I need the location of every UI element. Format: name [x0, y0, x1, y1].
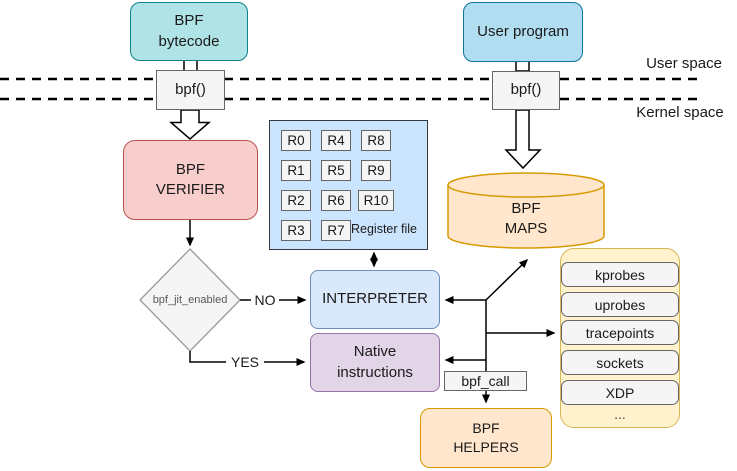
user-program-node: User program: [463, 2, 583, 62]
register-r2: R2: [281, 190, 311, 211]
bpf-syscall-node-left: bpf(): [156, 70, 225, 110]
register-r9: R9: [361, 160, 391, 181]
bpf-to-verifier-block-arrow: [168, 109, 212, 140]
bpf-verifier-node: BPF VERIFIER: [123, 140, 258, 220]
register-r5: R5: [321, 160, 351, 181]
bpf-to-maps-block-arrow: [504, 109, 542, 170]
register-r10: R10: [358, 190, 394, 211]
bpf-maps-label: BPF MAPS: [504, 199, 548, 237]
bpf-helpers-node: BPF HELPERS: [420, 408, 552, 468]
hook-tracepoints: tracepoints: [561, 320, 679, 345]
bpf-syscall-node-right: bpf(): [492, 71, 560, 110]
hook-uprobes: uprobes: [561, 292, 679, 317]
jit-decision-label: bpf_jit_enabled: [152, 294, 228, 307]
register-r1: R1: [281, 160, 311, 181]
hook-kprobes: kprobes: [561, 262, 679, 287]
register-file-label: Register file: [351, 221, 417, 236]
bpf-maps-cylinder: [447, 172, 605, 249]
bpf-bytecode-node: BPF bytecode: [130, 2, 248, 61]
interpreter-node: INTERPRETER: [310, 270, 440, 329]
bpf-call-label: bpf_call: [444, 371, 527, 391]
user-space-label: User space: [646, 54, 722, 72]
hook-ellipsis: ...: [614, 406, 626, 422]
register-r7: R7: [321, 220, 351, 241]
junction-to-maps-arrow: [485, 258, 529, 301]
kernel-space-label: Kernel space: [636, 103, 724, 121]
yes-branch-arrow: [189, 351, 306, 366]
register-r8: R8: [361, 130, 391, 151]
register-r6: R6: [321, 190, 351, 211]
register-r0: R0: [281, 130, 311, 151]
yes-edge-label: YES: [226, 354, 264, 370]
hook-sockets: sockets: [561, 350, 679, 375]
hook-xdp: XDP: [561, 380, 679, 405]
native-instructions-node: Native instructions: [310, 333, 440, 392]
register-r3: R3: [281, 220, 311, 241]
no-edge-label: NO: [251, 292, 279, 308]
register-r4: R4: [321, 130, 351, 151]
